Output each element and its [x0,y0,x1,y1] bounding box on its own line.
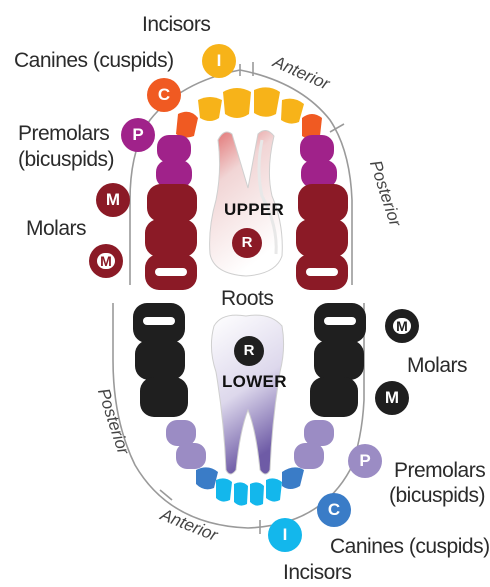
upper-molars-label: Molars [26,217,86,241]
upper-incisor-badge: I [202,44,236,78]
lower-premolars-label-1: Premolars [394,459,485,483]
lower-right-badge-text: R [244,342,255,359]
upper-premolars [156,135,337,188]
upper-incisors [198,87,304,123]
upper-jaw-label: UPPER [224,200,284,220]
upper-molar-alt-badge: M [89,244,123,278]
lower-right-badge: R [234,336,264,366]
upper-canines-label: Canines (cuspids) [14,49,174,73]
lower-molar-alt-badge: M [385,309,419,343]
lower-molars-label: Molars [407,354,467,378]
upper-canine-badge: C [147,78,181,112]
lower-canine-badge: C [317,493,351,527]
upper-premolar-badge: P [121,118,155,152]
upper-right-badge-text: R [242,234,253,251]
roots-label: Roots [221,287,273,311]
lower-molar-badge: M [375,381,409,415]
lower-premolars-label-2: (bicuspids) [389,484,485,508]
lower-incisor-badge: I [268,518,302,552]
lower-canines-label: Canines (cuspids) [330,535,490,559]
lower-incisors-label: Incisors [283,561,351,585]
upper-molar-alt-glyph: M [97,253,115,269]
upper-molar-badge: M [96,183,130,217]
upper-premolars-label-1: Premolars [18,122,109,146]
upper-right-badge: R [232,228,262,258]
lower-incisors [216,478,282,505]
lower-premolars [166,420,334,469]
lower-molar-alt-glyph: M [393,318,411,334]
upper-incisors-label: Incisors [142,13,210,37]
lower-premolar-badge: P [348,444,382,478]
lower-jaw-label: LOWER [222,372,287,392]
upper-premolars-label-2: (bicuspids) [18,148,114,172]
